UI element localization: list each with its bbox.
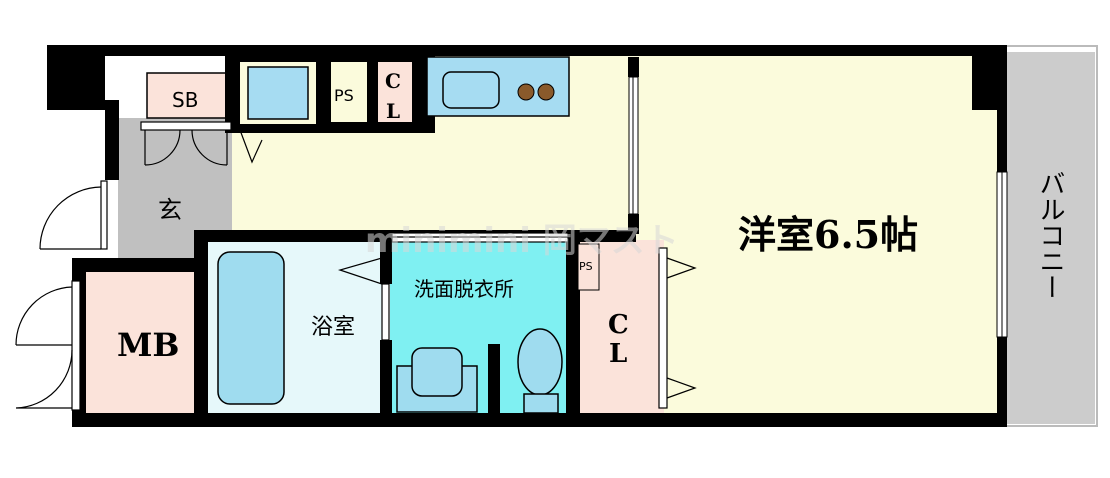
ps-box-top [331,62,367,122]
bathroom-door-icon [337,257,390,341]
room-label-cl-main-c: C [608,310,629,340]
toilet-icon [517,328,563,396]
sink-icon [442,71,500,109]
stove-burner-icon [537,83,555,101]
room-label-ps-top: PS [334,86,354,105]
washroom-door-icon [391,232,569,243]
meter-box [85,272,198,413]
cl-box-top [378,62,412,122]
fridge-door-icon [239,129,263,164]
room-label-shoe-box: SB [172,88,198,112]
room-label-cl-top-c: C [385,69,401,93]
ps-box-small [577,243,600,291]
fridge-icon [247,66,309,120]
room-label-meter-box: MB [117,326,179,364]
western-room-floor [635,55,1003,415]
shoe-box-door-icon [140,121,232,166]
stove-burner-icon [517,83,535,101]
watermark: minimini 岡マスト [365,221,679,261]
room-label-cl-main-l: L [609,339,627,369]
room-label-western: 洋室6.5帖 [738,212,918,257]
balcony-area [1003,52,1095,424]
closet-door-icon [658,247,697,409]
room-label-bathroom: 浴室 [311,315,355,340]
room-label-cl-top-l: L [386,99,400,123]
shoe-box [146,72,228,119]
entrance-door-icon [15,180,108,411]
room-label-balcony: バルコニー [1035,170,1065,300]
bathtub [217,251,285,405]
room-label-ps-small: PS [579,260,593,273]
room-label-washroom: 洗面脱衣所 [414,277,514,301]
room-label-entrance: 玄 [158,196,182,224]
